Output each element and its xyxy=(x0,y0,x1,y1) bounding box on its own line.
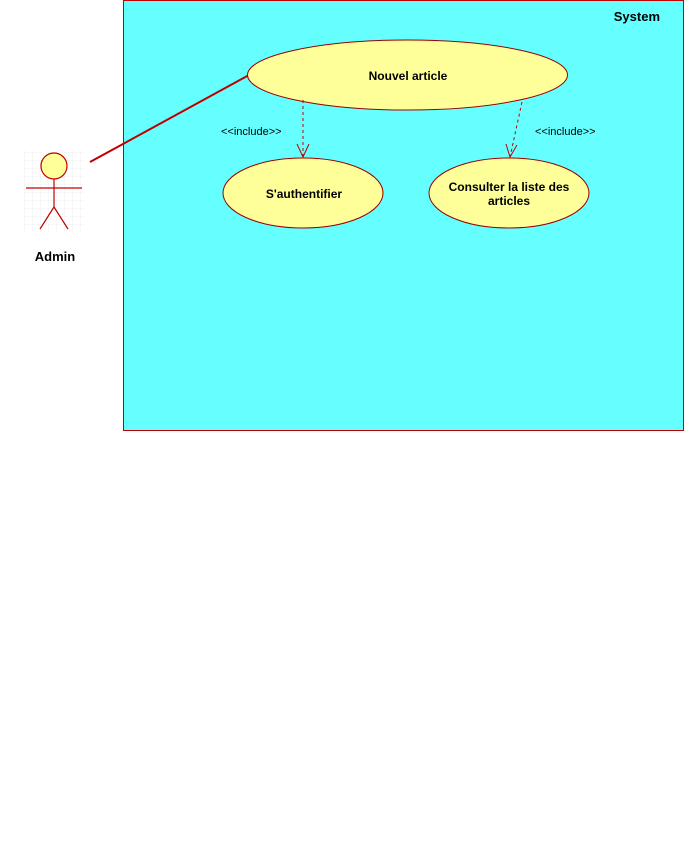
actor-admin[interactable]: Admin xyxy=(24,150,84,264)
association-line[interactable] xyxy=(89,74,250,163)
stick-figure-icon xyxy=(26,152,82,230)
use-case-ellipse xyxy=(428,157,590,229)
use-case-nouvel-article[interactable]: Nouvel article xyxy=(247,39,568,111)
include-dependency-authentifier[interactable] xyxy=(296,100,310,159)
use-case-label: Nouvel article xyxy=(369,69,448,83)
actor-right-leg xyxy=(53,206,69,230)
use-case-label-line-2: articles xyxy=(488,194,530,208)
include-label-authentifier: <<include>> xyxy=(221,126,282,138)
arrowhead-icon xyxy=(505,143,518,159)
include-label-consulter: <<include>> xyxy=(535,126,596,138)
use-case-authentifier[interactable]: S'authentifier xyxy=(222,157,384,229)
use-case-consulter-liste-articles[interactable]: Consulter la liste des articles xyxy=(428,157,590,229)
use-case-ellipse xyxy=(247,39,568,111)
arrowhead-icon xyxy=(296,143,310,159)
actor-left-leg xyxy=(39,206,55,230)
include-dependency-consulter[interactable] xyxy=(505,101,523,159)
use-case-label-line-1: Consulter la liste des xyxy=(449,180,570,194)
system-title: System xyxy=(614,9,660,24)
actor-label: Admin xyxy=(35,249,76,264)
use-case-label: S'authentifier xyxy=(266,187,343,201)
actor-head xyxy=(40,152,68,180)
